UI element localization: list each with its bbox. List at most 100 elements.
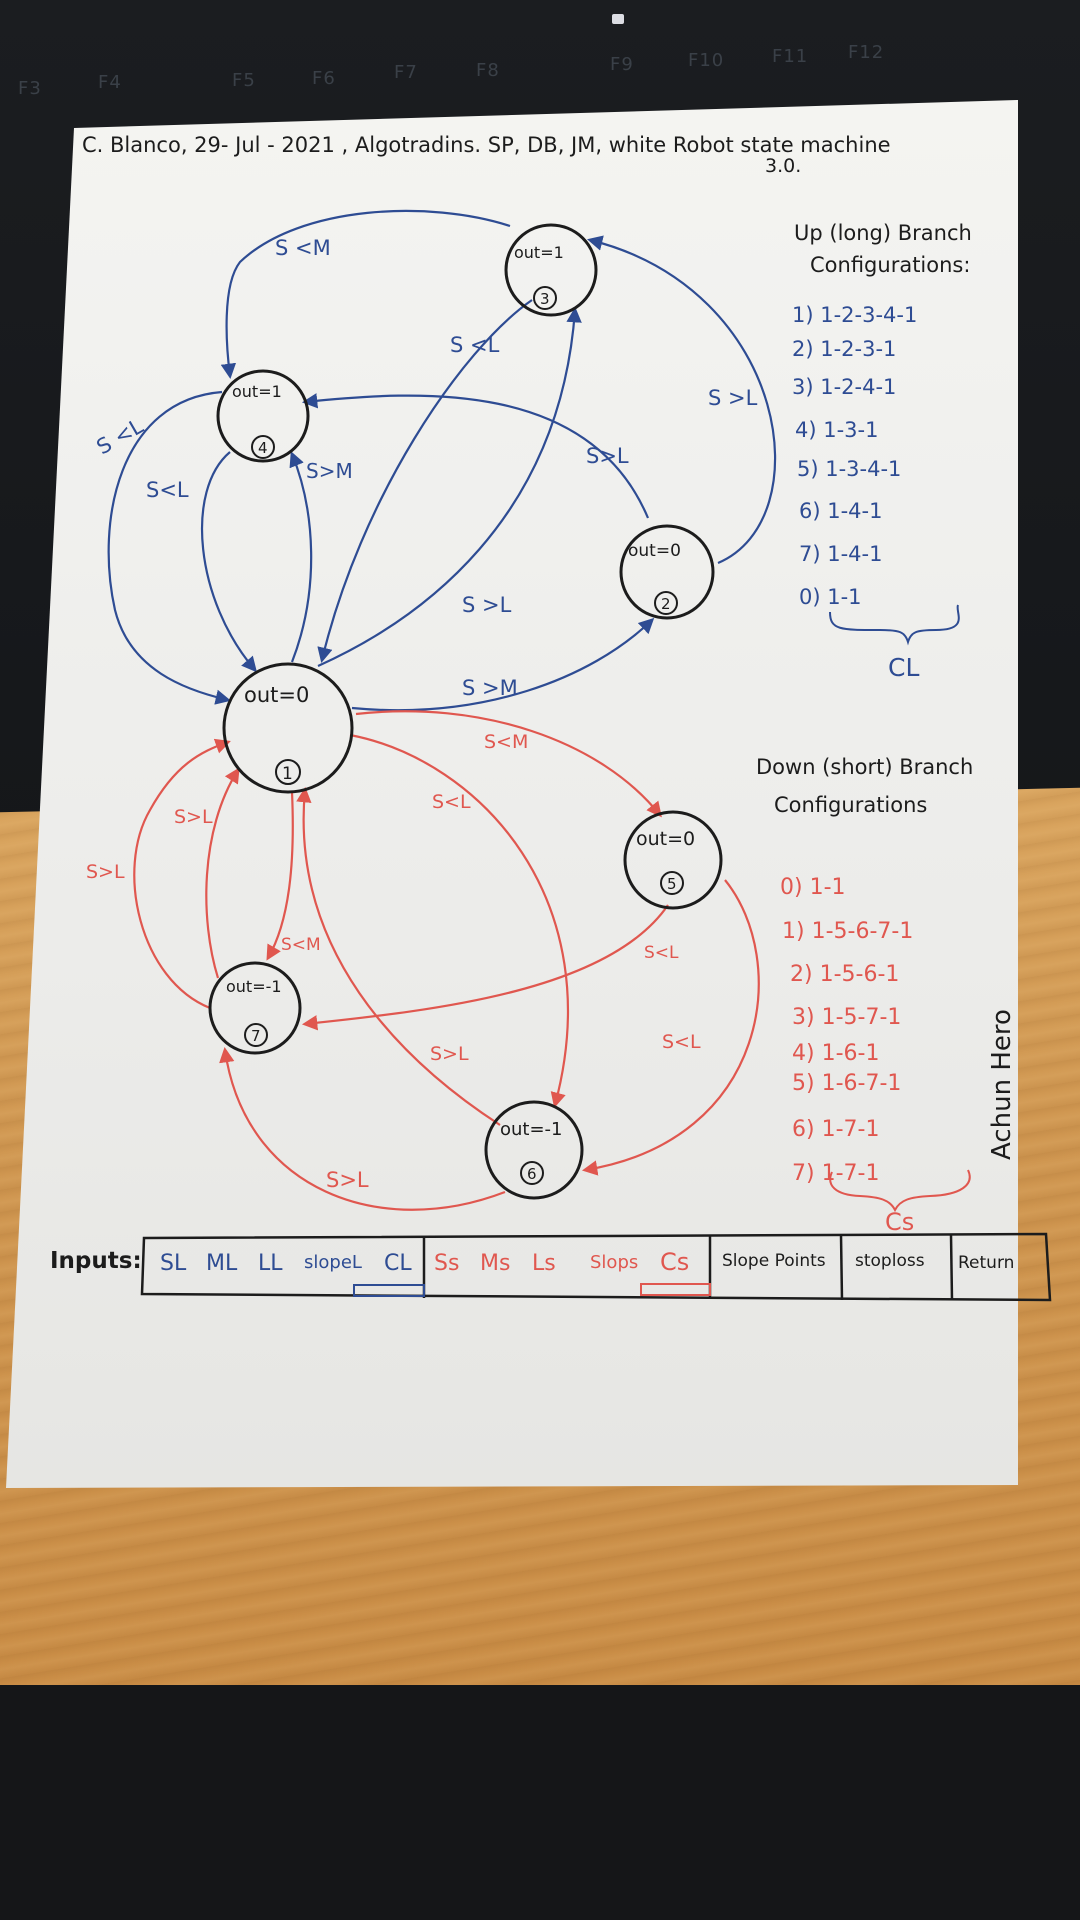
state-2-number: 2 (661, 595, 671, 613)
input-ss: Ss (434, 1251, 459, 1276)
edge-label-6-to-1: S>L (430, 1043, 469, 1065)
state-4-number: 4 (258, 439, 268, 457)
up-config-0: 0) 1-1 (799, 585, 862, 609)
state-5-circle (623, 810, 723, 910)
state-7-number: 7 (251, 1027, 261, 1045)
state-6-circle (484, 1100, 584, 1200)
edge-label-1-to-3: S >L (462, 593, 512, 617)
up-branch-edges (107, 209, 777, 712)
edge-6-to-7 (219, 1046, 506, 1211)
state-4-out: out=1 (232, 382, 282, 401)
edge-4-to-1-outer (107, 390, 231, 705)
up-config-2: 2) 1-2-3-1 (792, 337, 896, 361)
edge-label-1-to-7: S<M (281, 935, 321, 955)
input-ms: Ms (480, 1251, 510, 1276)
key-f8: F8 (476, 60, 500, 81)
edge-label-1-to-6: S<L (432, 791, 471, 813)
inputs-other-cells: Slope Points stoploss Return (722, 1251, 1014, 1273)
inputs-short-cells: Ss Ms Ls Slops Cs (434, 1248, 689, 1276)
edge-1-to-4 (289, 451, 313, 663)
state-3-circle (504, 223, 598, 317)
state-6-out: out=-1 (500, 1119, 563, 1140)
down-branch-title: Down (short) Branch (756, 755, 973, 779)
side-note-vertical: Achun Hero (987, 1009, 1017, 1160)
header-line-2: 3.0. (765, 155, 801, 177)
input-cl: CL (384, 1251, 412, 1276)
key-f9: F9 (610, 54, 634, 75)
key-f10: F10 (688, 50, 725, 71)
edge-4-to-1-inner (200, 451, 258, 673)
down-config-4: 4) 1-6-1 (792, 1041, 879, 1066)
edge-5-to-6 (581, 879, 760, 1176)
up-brace-label: CL (888, 653, 919, 682)
edge-label-1-to-4: S>M (306, 459, 353, 483)
down-config-7: 7) 1-7-1 (792, 1161, 879, 1186)
edge-2-to-4 (301, 393, 650, 519)
key-f7: F7 (394, 62, 418, 83)
down-config-0: 0) 1-1 (780, 875, 846, 900)
header-line-1: C. Blanco, 29- Jul - 2021 , Algotradins.… (82, 133, 891, 157)
down-brace-label: Cs (885, 1208, 914, 1236)
key-f12: F12 (848, 42, 885, 63)
down-brace (829, 1169, 971, 1213)
state-7-circle (208, 961, 302, 1055)
edge-label-7-to-1-inner: S>L (174, 806, 213, 828)
state-5-out: out=0 (636, 828, 695, 850)
key-f4: F4 (98, 72, 122, 93)
edge-3-to-1 (317, 299, 533, 663)
input-ll: LL (258, 1251, 283, 1276)
down-branch-edges (133, 710, 760, 1211)
input-stoploss: stoploss (855, 1251, 925, 1271)
state-2-circle (619, 524, 715, 620)
edge-label-3-to-1: S <L (450, 333, 500, 357)
indicator-light (612, 14, 624, 24)
input-sl: SL (160, 1251, 187, 1276)
state-1-number: 1 (282, 764, 293, 784)
down-config-3: 3) 1-5-7-1 (792, 1005, 901, 1030)
input-cs: Cs (660, 1248, 689, 1276)
state-4-circle (216, 369, 310, 463)
edge-6-to-1 (296, 786, 501, 1126)
input-slopel: slopeL (304, 1252, 362, 1273)
edge-7-to-1-outer (133, 738, 231, 1010)
edge-2-to-3 (587, 235, 777, 565)
edge-label-5-to-7: S<L (644, 943, 679, 963)
up-config-4: 4) 1-3-1 (795, 418, 878, 442)
edge-3-to-4 (220, 209, 511, 380)
down-config-2: 2) 1-5-6-1 (790, 962, 899, 987)
up-brace (829, 604, 960, 646)
state-3-number: 3 (540, 290, 550, 308)
state-circles (208, 223, 723, 1200)
up-branch-subtitle: Configurations: (810, 253, 970, 277)
up-config-7: 7) 1-4-1 (799, 542, 882, 566)
edge-1-to-3 (317, 306, 582, 668)
key-f6: F6 (312, 68, 336, 89)
key-f11: F11 (772, 46, 809, 67)
edge-1-to-7 (266, 791, 294, 961)
edge-label-1-to-5: S<M (484, 731, 528, 753)
input-ls: Ls (532, 1251, 556, 1276)
edge-label-6-to-7: S>L (326, 1168, 369, 1192)
state-2-out: out=0 (628, 541, 681, 561)
edge-label-1-to-2: S >M (462, 676, 518, 700)
input-ml: ML (206, 1251, 238, 1276)
down-config-5: 5) 1-6-7-1 (792, 1071, 901, 1096)
down-config-1: 1) 1-5-6-7-1 (782, 919, 913, 944)
edge-5-to-7 (301, 904, 669, 1031)
up-config-1: 1) 1-2-3-4-1 (792, 303, 917, 327)
up-config-3: 3) 1-2-4-1 (792, 375, 896, 399)
edge-1-to-2 (351, 617, 655, 712)
down-branch-list: 0) 1-1 1) 1-5-6-7-1 2) 1-5-6-1 3) 1-5-7-… (780, 875, 913, 1186)
key-f5: F5 (232, 70, 256, 91)
edge-label-3-to-4: S <M (275, 236, 331, 260)
edge-label-2-to-3: S >L (708, 386, 758, 410)
up-branch-list: 1) 1-2-3-4-1 2) 1-2-3-1 3) 1-2-4-1 4) 1-… (792, 303, 917, 609)
inputs-table (140, 1232, 1052, 1302)
state-1-out: out=0 (244, 683, 309, 707)
up-config-6: 6) 1-4-1 (799, 499, 882, 523)
key-f3: F3 (18, 78, 42, 99)
input-slops: Slops (590, 1252, 638, 1273)
down-branch-subtitle: Configurations (774, 793, 927, 817)
floor-background (0, 1685, 1080, 1920)
